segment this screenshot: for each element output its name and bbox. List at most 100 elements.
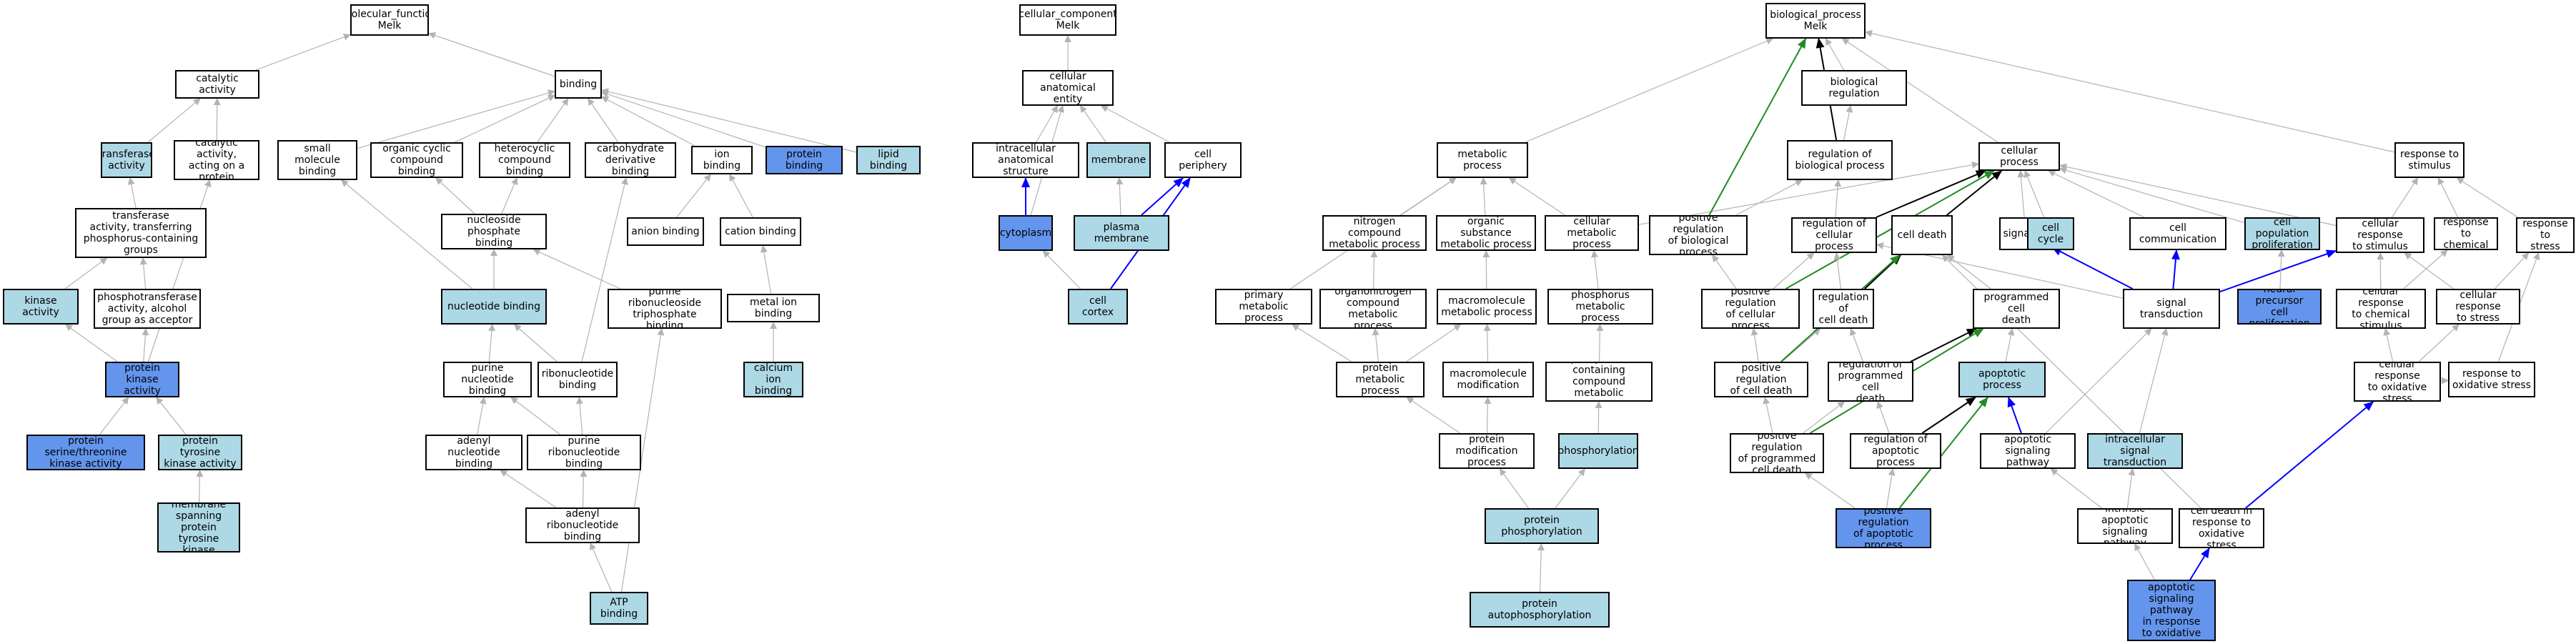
node-organic-substance-metabolic[interactable]: organic substance metabolic process (1436, 215, 1536, 251)
node-regulation-cellular-process[interactable]: regulation of cellular process (1791, 217, 1877, 253)
edge-is-a (532, 249, 621, 289)
node-plasma-membrane[interactable]: plasma membrane (1074, 215, 1169, 251)
node-apoptotic-signaling[interactable]: apoptotic signaling pathway (1980, 433, 2076, 469)
node-calcium-ion-binding[interactable]: calcium ion binding (743, 362, 803, 397)
node-ribonucleotide-binding[interactable]: ribonucleotide binding (538, 362, 618, 397)
node-ion-binding[interactable]: ion binding (691, 146, 753, 174)
node-molecular-function[interactable]: molecular_function Melk (350, 4, 429, 36)
edge-is-a (1841, 38, 1998, 143)
node-response-to-stress[interactable]: response to stress (2516, 217, 2575, 253)
node-cell-communication[interactable]: cell communication (2129, 217, 2226, 250)
node-kinase-activity[interactable]: kinase activity (3, 289, 79, 325)
node-cell-death[interactable]: cell death (1891, 215, 1953, 255)
node-protein-tyrosine-kinase[interactable]: protein tyrosine kinase activity (158, 435, 242, 470)
node-cellular-response-oxidative-stress[interactable]: cellular response to oxidative stress (2354, 362, 2441, 402)
node-cellular-response-stress[interactable]: cellular response to stress (2436, 289, 2520, 325)
node-transferase-phospho[interactable]: transferase activity, transferring phosp… (75, 208, 207, 258)
node-protein-autophosphorylation[interactable]: protein autophosphorylation (1470, 592, 1610, 628)
node-catalytic-activity[interactable]: catalytic activity (175, 70, 259, 99)
node-cytoplasm[interactable]: cytoplasm (999, 215, 1053, 251)
node-response-to-stimulus[interactable]: response to stimulus (2394, 142, 2464, 178)
node-cellular-process[interactable]: cellular process (1978, 142, 2060, 171)
node-cation-binding[interactable]: cation binding (720, 217, 801, 246)
edge-is-a (676, 174, 711, 218)
node-atp-binding[interactable]: ATP binding (590, 592, 648, 625)
node-lipid-binding[interactable]: lipid binding (856, 146, 921, 174)
node-apoptotic-process[interactable]: apoptotic process (1958, 362, 2046, 397)
node-phosphate-containing-metabolic[interactable]: phosphate-containing compound metabolic … (1545, 362, 1653, 402)
node-carbohydrate-derivative[interactable]: carbohydrate derivative binding (585, 142, 676, 178)
node-signal-transduction[interactable]: signal transduction (2123, 289, 2220, 329)
node-purine-nucleotide-binding[interactable]: purine nucleotide binding (443, 362, 532, 397)
node-intrinsic-apoptotic-oxidative[interactable]: intrinsic apoptotic signaling pathway in… (2127, 580, 2216, 641)
node-cell-cycle[interactable]: cell cycle (2027, 217, 2074, 250)
node-cell-death-oxidative-stress[interactable]: cell death in response to oxidative stre… (2179, 508, 2264, 548)
node-biological-process[interactable]: biological_process Melk (1765, 3, 1866, 39)
node-protein-kinase-activity[interactable]: protein kinase activity (105, 362, 179, 397)
edge-is-a (2045, 328, 2152, 434)
node-intracellular-signal-transduction[interactable]: intracellular signal transduction (2087, 433, 2183, 469)
node-metal-ion-binding[interactable]: metal ion binding (727, 294, 820, 322)
node-positive-reg-cellular[interactable]: positive regulation of cellular process (1701, 289, 1800, 329)
node-organic-cyclic[interactable]: organic cyclic compound binding (370, 142, 463, 178)
node-heterocyclic[interactable]: heterocyclic compound binding (479, 142, 570, 178)
node-neural-precursor-proliferation[interactable]: neural precursor cell proliferation (2237, 289, 2322, 325)
node-binding[interactable]: binding (555, 70, 602, 99)
node-purine-ribonucleotide-binding[interactable]: purine ribonucleotide binding (527, 435, 641, 470)
node-small-molecule-binding[interactable]: small molecule binding (277, 140, 357, 180)
node-cellular-response-to-stimulus[interactable]: cellular response to stimulus (2336, 217, 2424, 253)
node-intracellular-anatomical-structure[interactable]: intracellular anatomical structure (972, 142, 1079, 178)
node-transferase-activity[interactable]: transferase activity (101, 142, 152, 178)
node-adenyl-nucleotide-binding[interactable]: adenyl nucleotide binding (425, 435, 522, 470)
edge-is-a (1833, 252, 1842, 289)
node-protein-modification[interactable]: protein modification process (1439, 433, 1535, 469)
node-nitrogen-compound-metabolic[interactable]: nitrogen compound metabolic process (1322, 215, 1427, 251)
node-metabolic-process[interactable]: metabolic process (1437, 142, 1528, 178)
node-phosphorylation[interactable]: phosphorylation (1558, 433, 1638, 469)
node-response-to-chemical[interactable]: response to chemical (2434, 217, 2498, 250)
node-cell-periphery[interactable]: cell periphery (1164, 142, 1242, 178)
node-programmed-cell-death[interactable]: programmed cell death (1973, 289, 2060, 329)
node-phosphotransferase[interactable]: phosphotransferase activity, alcohol gro… (94, 289, 201, 329)
node-organonitrogen-metabolic[interactable]: organonitrogen compound metabolic proces… (1319, 289, 1427, 329)
node-intrinsic-apoptotic-signaling[interactable]: intrinsic apoptotic signaling pathway (2077, 508, 2173, 544)
node-phosphorus-metabolic[interactable]: phosphorus metabolic process (1547, 289, 1653, 325)
node-anion-binding[interactable]: anion binding (627, 217, 704, 246)
node-adenyl-ribonucleotide-binding[interactable]: adenyl ribonucleotide binding (525, 507, 640, 543)
edge-regulates (2007, 397, 2022, 434)
node-regulation-programmed-cell-death[interactable]: regulation of programmed cell death (1828, 362, 1913, 402)
node-cell-population-proliferation[interactable]: cell population proliferation (2244, 217, 2320, 250)
node-nucleoside-phosphate-binding[interactable]: nucleoside phosphate binding (441, 214, 547, 249)
edge-is-a (2017, 170, 2025, 218)
node-positive-reg-cell-death[interactable]: positive regulation of cell death (1714, 362, 1808, 397)
node-macromolecule-modification[interactable]: macromolecule modification (1442, 362, 1534, 397)
node-macromolecule-metabolic[interactable]: macromolecule metabolic process (1437, 289, 1537, 325)
node-cellular-component[interactable]: cellular_component Melk (1019, 4, 1116, 36)
node-membrane[interactable]: membrane (1086, 142, 1151, 178)
node-cellular-anatomical-entity[interactable]: cellular anatomical entity (1022, 70, 1114, 106)
edge-is-a (2059, 167, 2245, 224)
node-catalytic-on-protein[interactable]: catalytic activity, acting on a protein (174, 140, 259, 180)
node-positive-reg-biological[interactable]: positive regulation of biological proces… (1649, 215, 1748, 255)
node-primary-metabolic[interactable]: primary metabolic process (1215, 289, 1312, 325)
node-protein-ser-thr-kinase[interactable]: protein serine/threonine kinase activity (26, 435, 145, 470)
node-biological-regulation[interactable]: biological regulation (1801, 70, 1907, 106)
node-protein-phosphorylation[interactable]: protein phosphorylation (1485, 508, 1599, 544)
node-protein-metabolic[interactable]: protein metabolic process (1336, 362, 1425, 397)
node-cellular-metabolic[interactable]: cellular metabolic process (1545, 215, 1639, 251)
node-regulation-of-biological-process[interactable]: regulation of biological process (1787, 140, 1893, 180)
node-nucleotide-binding[interactable]: nucleotide binding (441, 289, 547, 325)
edge-is-a (1406, 324, 1462, 362)
node-positive-reg-programmed-cell-death[interactable]: positive regulation of programmed cell d… (1730, 433, 1824, 473)
node-non-membrane-tyrosine-kinase[interactable]: non-membrane spanning protein tyrosine k… (157, 502, 240, 553)
node-protein-binding[interactable]: protein binding (766, 146, 843, 174)
node-response-oxidative-stress[interactable]: response to oxidative stress (2448, 362, 2535, 397)
node-regulation-apoptotic[interactable]: regulation of apoptotic process (1850, 433, 1941, 469)
edge-is-a (1100, 105, 1170, 143)
node-cell-cortex[interactable]: cell cortex (1068, 289, 1128, 325)
node-cellular-response-chemical[interactable]: cellular response to chemical stimulus (2336, 289, 2426, 329)
node-purine-ribonucleoside-triphosphate[interactable]: purine ribonucleoside triphosphate bindi… (608, 289, 722, 329)
node-positive-reg-apoptotic[interactable]: positive regulation of apoptotic process (1836, 508, 1931, 548)
edge-is-a (729, 174, 753, 218)
node-regulation-cell-death[interactable]: regulation of cell death (1813, 289, 1874, 329)
